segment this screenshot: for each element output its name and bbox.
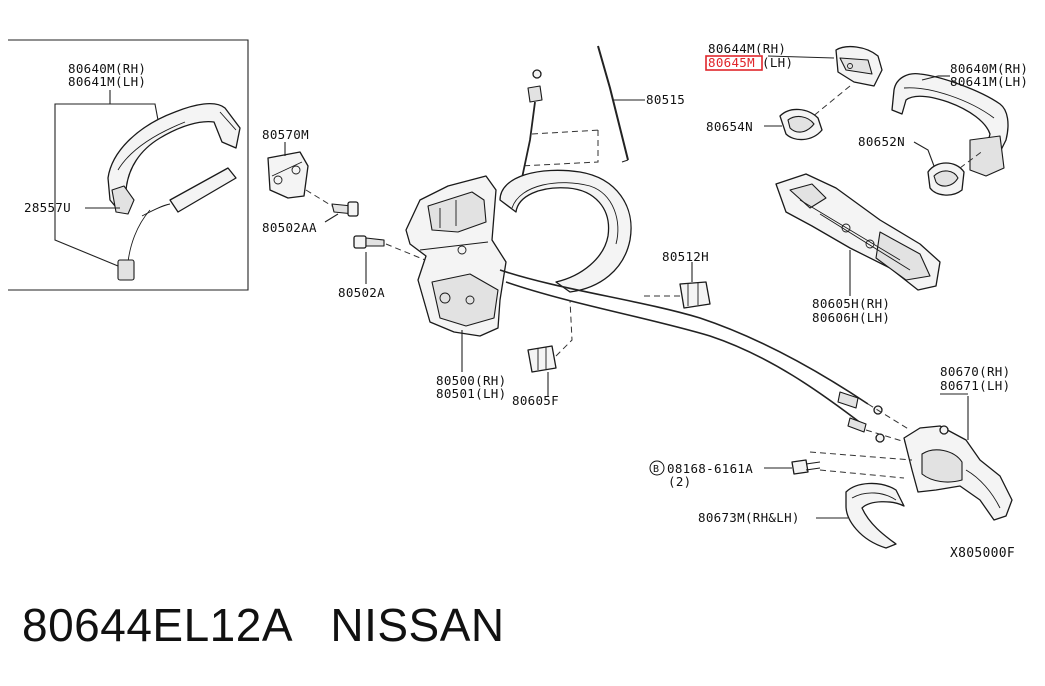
gasket-80654n (764, 108, 823, 141)
bolt-80502a (353, 235, 431, 284)
caption-spacer (291, 599, 331, 651)
caption-part-number: 80644EL12A (22, 599, 291, 651)
label-80654n: 80654N (706, 119, 753, 134)
label-80605h-rh: 80605H(RH) (812, 296, 890, 311)
label-80645m-highlighted: 80645M (708, 55, 755, 70)
label-80652n: 80652N (858, 134, 905, 149)
lock-knob-cable (511, 69, 543, 201)
label-80500-rh: 80500(RH) (436, 373, 506, 388)
caption: 80644EL12A NISSAN (22, 598, 505, 652)
label-80673m: 80673M(RH&LH) (698, 510, 800, 525)
label-80640m-rh-left: 80640M(RH) (68, 61, 146, 76)
bolt-80502aa (305, 189, 359, 223)
label-80606h-lh: 80606H(LH) (812, 310, 890, 325)
label-80640m-rh-right: 80640M(RH) (950, 61, 1028, 76)
bolt-symbol-circle (649, 460, 665, 476)
label-80644m-rh: 80644M(RH) (708, 41, 786, 56)
label-80512h: 80512H (662, 249, 709, 264)
handle-bracket-80605h (775, 173, 941, 296)
label-80502a: 80502A (338, 285, 385, 300)
inset-outside-handle (107, 102, 241, 213)
inset-sensor (169, 167, 237, 213)
label-80570m: 80570M (262, 127, 309, 142)
door-lock-actuator (405, 175, 507, 372)
gasket-80652n (913, 141, 985, 196)
label-08168-qty: (2) (668, 474, 691, 489)
inside-handle-cables (499, 169, 913, 445)
label-80515: 80515 (646, 92, 685, 107)
escutcheon-80673m (816, 482, 905, 549)
label-08168-6161a: 08168-6161A (667, 461, 753, 476)
label-80670-rh: 80670(RH) (940, 364, 1010, 379)
inside-handle-80670 (903, 393, 1013, 521)
lock-rod-80515 (519, 45, 645, 167)
clip-80605f (527, 299, 573, 396)
caption-brand: NISSAN (330, 599, 505, 651)
label-80641m-lh-left: 80641M(LH) (68, 74, 146, 89)
clip-80512h (640, 262, 711, 309)
bracket-80570m (267, 142, 309, 199)
label-80501-lh: 80501(LH) (436, 386, 506, 401)
screw-08168 (764, 451, 913, 479)
label-80641m-lh-right: 80641M(LH) (950, 74, 1028, 89)
outside-handle-right (891, 72, 1009, 177)
handle-escutcheon-80644m (767, 45, 883, 123)
label-80645m-side: (LH) (762, 55, 793, 70)
bolt-symbol: B (653, 464, 659, 475)
inset-panel (8, 39, 249, 291)
diagram-code: X805000F (950, 546, 1015, 561)
inset-connector (117, 259, 135, 281)
label-80605f: 80605F (512, 393, 559, 408)
label-80502aa: 80502AA (262, 220, 317, 235)
label-80671-lh: 80671(LH) (940, 378, 1010, 393)
highlight-box-80645m (705, 55, 763, 71)
label-28557u: 28557U (24, 200, 71, 215)
